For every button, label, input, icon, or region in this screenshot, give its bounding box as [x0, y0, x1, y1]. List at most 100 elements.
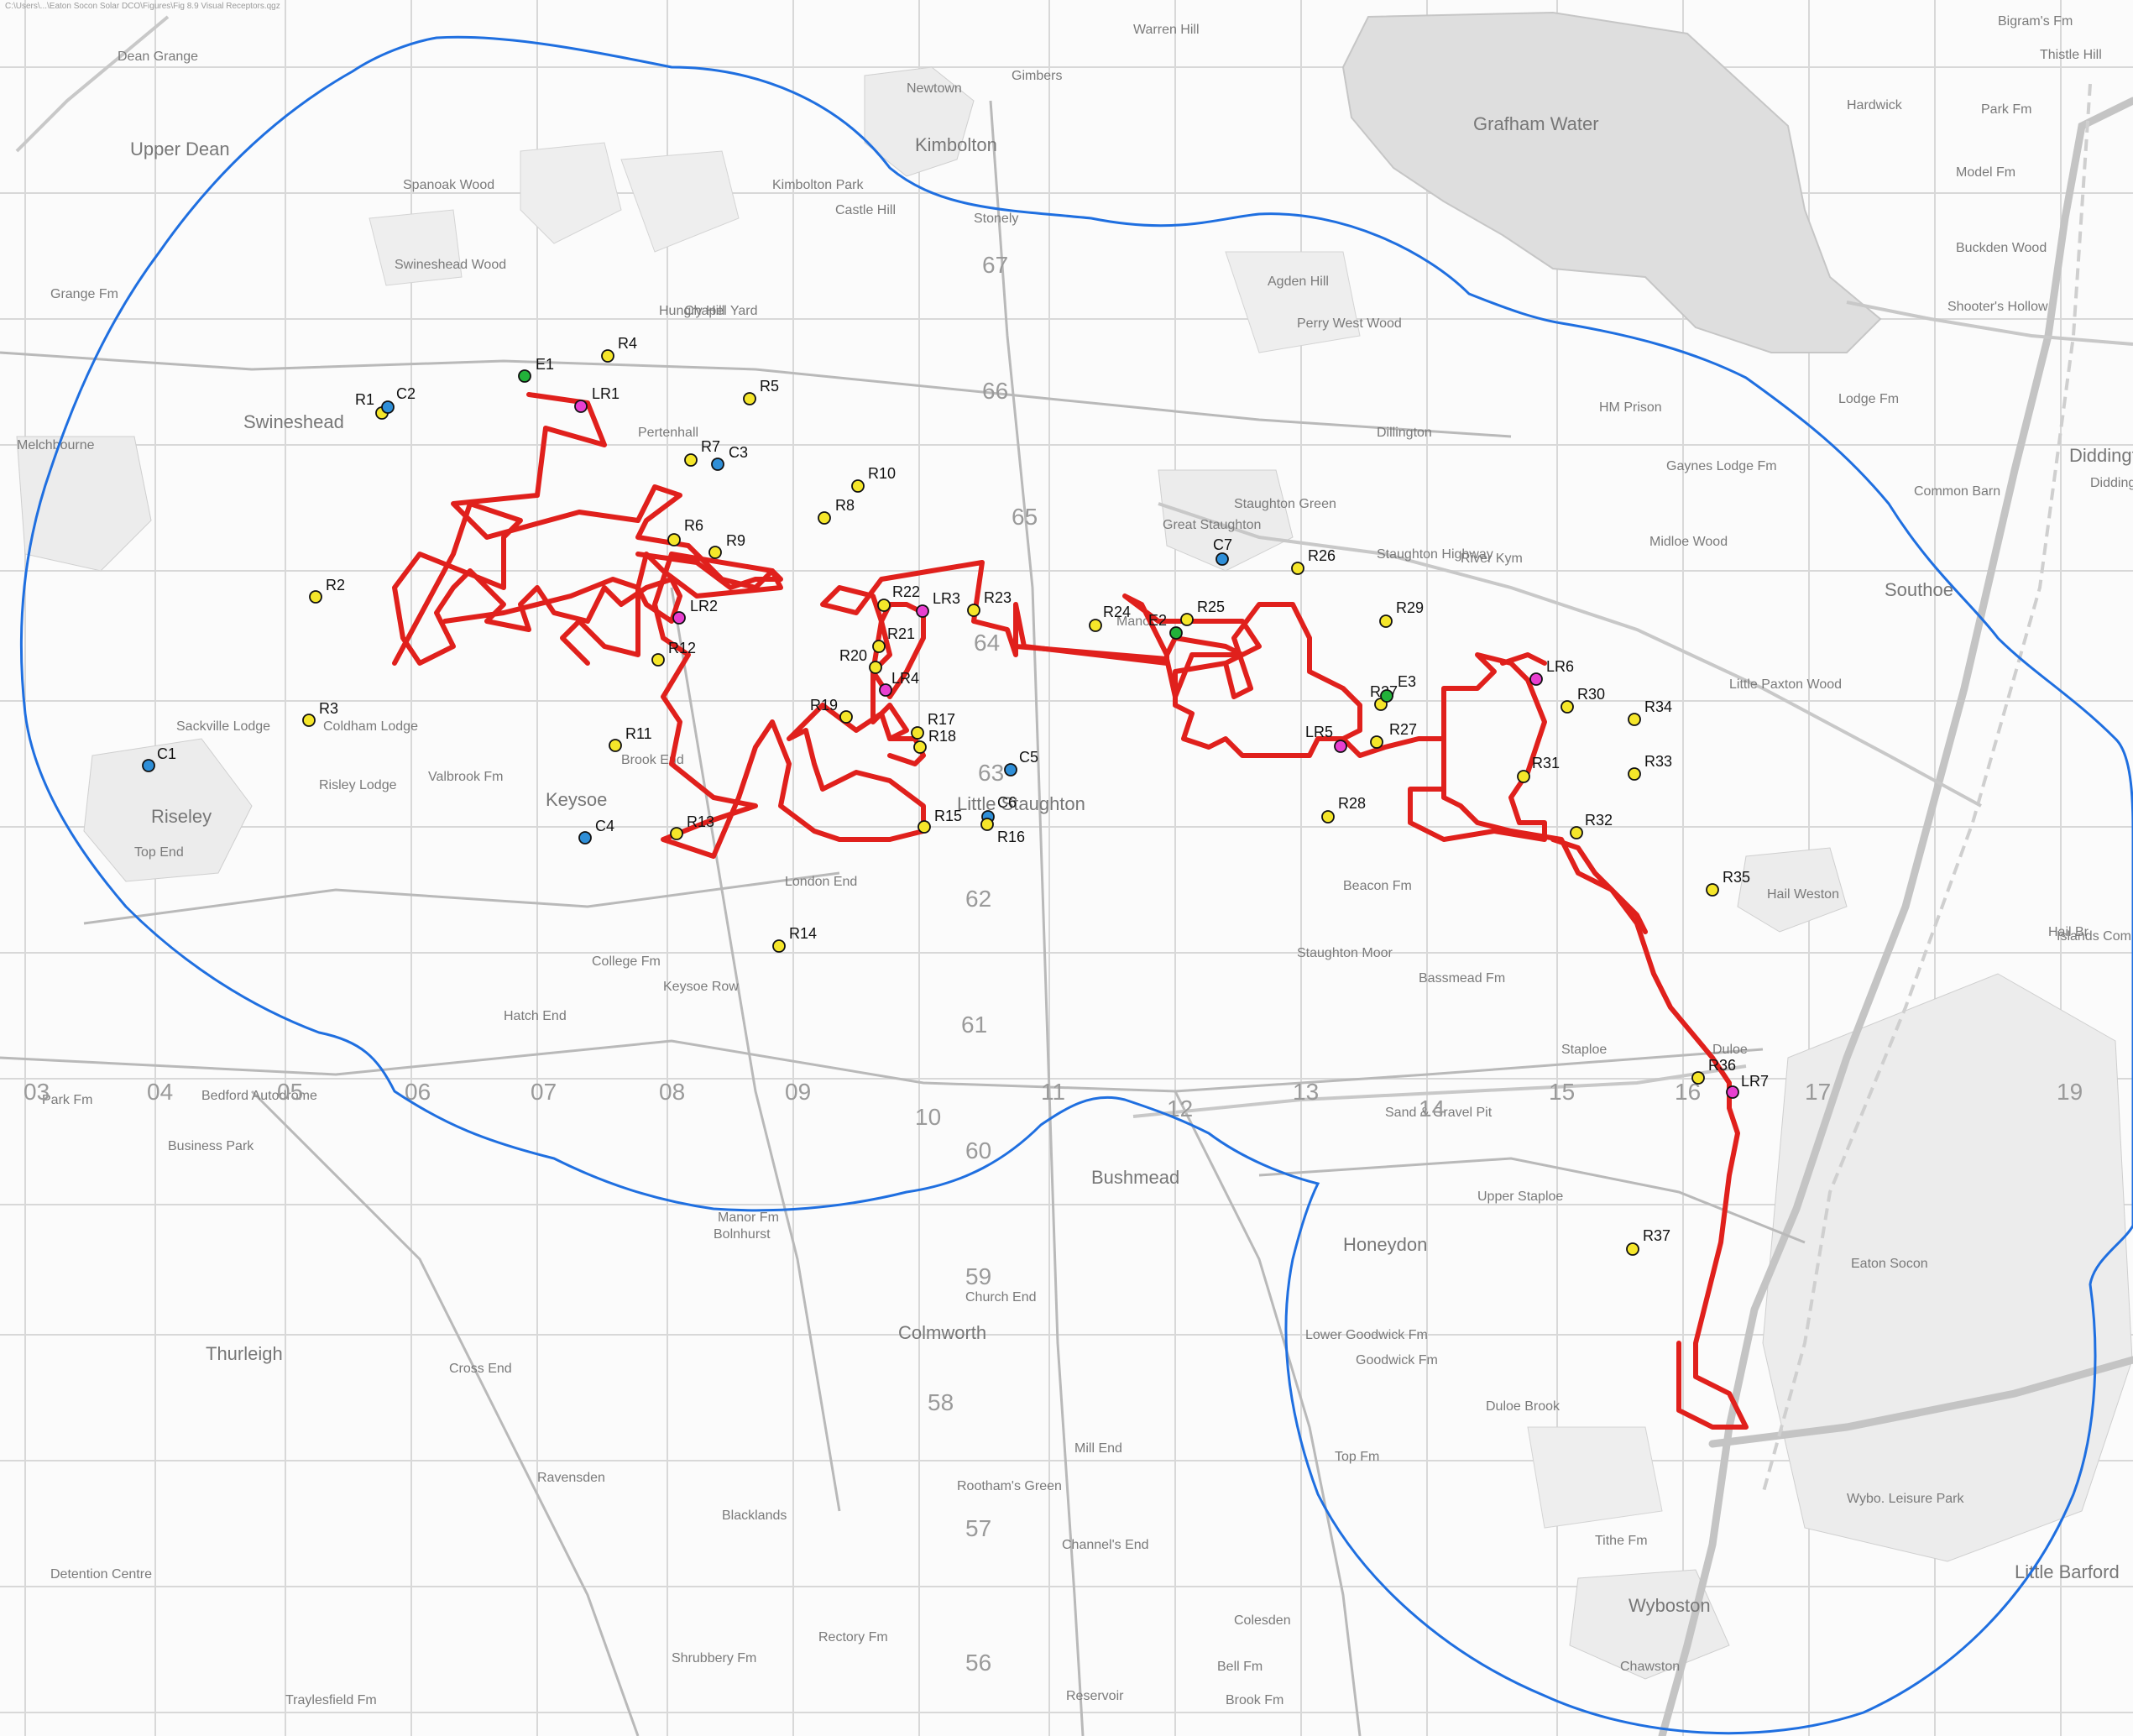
receptor-lr5[interactable]: LR5	[1305, 724, 1347, 753]
receptor-r12[interactable]: R12	[651, 640, 696, 667]
receptor-marker[interactable]	[772, 939, 786, 953]
receptor-marker[interactable]	[302, 714, 316, 727]
receptor-marker[interactable]	[1726, 1085, 1739, 1099]
receptor-marker[interactable]	[651, 653, 665, 667]
receptor-marker[interactable]	[1517, 770, 1530, 783]
receptor-marker[interactable]	[1215, 552, 1229, 566]
receptor-marker[interactable]	[518, 369, 531, 383]
receptor-marker[interactable]	[1291, 562, 1304, 575]
receptor-c7[interactable]: C7	[1213, 536, 1232, 566]
receptor-marker[interactable]	[1380, 689, 1393, 703]
receptor-r17[interactable]: R17	[911, 711, 955, 740]
receptor-r2[interactable]: R2	[309, 577, 345, 604]
receptor-marker[interactable]	[601, 349, 614, 363]
receptor-marker[interactable]	[967, 604, 980, 617]
receptor-marker[interactable]	[1691, 1071, 1705, 1085]
receptor-r32[interactable]: R32	[1570, 812, 1613, 839]
receptor-c5[interactable]: C5	[1004, 749, 1038, 776]
receptor-r11[interactable]: R11	[609, 725, 652, 752]
receptor-marker[interactable]	[743, 392, 756, 405]
receptor-marker[interactable]	[1706, 883, 1719, 897]
receptor-r13[interactable]: R13	[670, 813, 714, 840]
receptor-r19[interactable]: R19	[810, 697, 853, 724]
receptor-marker[interactable]	[1561, 700, 1574, 714]
receptor-marker[interactable]	[609, 739, 622, 752]
receptor-r34[interactable]: R34	[1628, 698, 1672, 726]
receptor-marker[interactable]	[309, 590, 322, 604]
receptor-r26[interactable]: R26	[1291, 547, 1336, 575]
receptor-lr7[interactable]: LR7	[1726, 1073, 1769, 1099]
receptor-lr6[interactable]: LR6	[1529, 658, 1574, 686]
receptor-marker[interactable]	[1628, 767, 1641, 781]
receptor-r15[interactable]: R15	[918, 808, 962, 834]
receptor-r36[interactable]: R36	[1691, 1057, 1736, 1085]
receptor-marker[interactable]	[913, 740, 927, 754]
receptor-c4[interactable]: C4	[578, 818, 614, 844]
receptor-r24[interactable]: R24	[1089, 604, 1131, 632]
receptor-e3[interactable]: E3	[1380, 673, 1416, 703]
receptor-marker[interactable]	[1570, 826, 1583, 839]
receptor-marker[interactable]	[672, 611, 686, 625]
receptor-c1[interactable]: C1	[142, 745, 176, 772]
receptor-r9[interactable]: R9	[708, 532, 745, 559]
receptor-marker[interactable]	[578, 831, 592, 844]
receptor-marker[interactable]	[916, 604, 929, 618]
receptor-marker[interactable]	[879, 683, 892, 697]
receptor-lr1[interactable]: LR1	[574, 385, 620, 413]
receptor-marker[interactable]	[818, 511, 831, 525]
receptor-e2[interactable]: E2	[1148, 612, 1183, 640]
receptor-marker[interactable]	[911, 726, 924, 740]
receptor-marker[interactable]	[1628, 713, 1641, 726]
receptor-marker[interactable]	[980, 818, 994, 831]
receptor-r28[interactable]: R28	[1321, 795, 1366, 824]
receptor-lr2[interactable]: LR2	[672, 598, 718, 625]
receptor-marker[interactable]	[708, 546, 722, 559]
receptor-lr4[interactable]: LR4	[879, 670, 919, 697]
receptor-c2[interactable]: C2	[381, 385, 416, 414]
receptor-marker[interactable]	[142, 759, 155, 772]
receptor-marker[interactable]	[1529, 672, 1543, 686]
receptor-marker[interactable]	[1626, 1242, 1639, 1256]
receptor-r18[interactable]: R18	[913, 728, 956, 754]
receptor-marker[interactable]	[684, 453, 698, 467]
receptor-r7[interactable]: R7	[684, 438, 720, 467]
receptor-r16[interactable]: R16	[980, 818, 1025, 845]
receptor-e1[interactable]: E1	[518, 356, 554, 383]
receptor-r3[interactable]: R3	[302, 700, 338, 727]
receptor-marker[interactable]	[1169, 626, 1183, 640]
receptor-r30[interactable]: R30	[1561, 686, 1605, 714]
receptor-r33[interactable]: R33	[1628, 753, 1672, 781]
receptor-marker-r27-secondary[interactable]	[1370, 735, 1383, 749]
receptor-marker[interactable]	[1321, 810, 1335, 824]
receptor-marker[interactable]	[869, 661, 882, 674]
receptor-r4[interactable]: R4	[601, 335, 637, 363]
receptor-marker[interactable]	[1379, 614, 1393, 628]
receptor-marker[interactable]	[670, 827, 683, 840]
receptor-r10[interactable]: R10	[851, 465, 896, 493]
receptor-c3[interactable]: C3	[711, 444, 748, 471]
receptor-r5[interactable]: R5	[743, 378, 779, 405]
receptor-marker[interactable]	[872, 640, 886, 653]
receptor-marker[interactable]	[918, 820, 931, 834]
receptor-marker[interactable]	[839, 710, 853, 724]
receptor-r35[interactable]: R35	[1706, 869, 1750, 897]
receptor-r8[interactable]: R8	[818, 497, 855, 525]
receptor-marker[interactable]	[574, 400, 588, 413]
receptor-r37[interactable]: R37	[1626, 1227, 1670, 1256]
receptor-marker[interactable]	[1180, 613, 1194, 626]
receptor-r23[interactable]: R23	[967, 589, 1012, 617]
receptor-lr3[interactable]: LR3	[916, 590, 960, 618]
receptor-r20[interactable]: R20	[839, 647, 882, 674]
receptor-marker[interactable]	[1334, 740, 1347, 753]
receptor-marker[interactable]	[877, 599, 891, 612]
receptor-r22[interactable]: R22	[877, 583, 920, 612]
receptor-r31[interactable]: R31	[1517, 755, 1560, 783]
receptor-r14[interactable]: R14	[772, 925, 817, 953]
receptor-marker[interactable]	[1004, 763, 1017, 776]
receptor-marker[interactable]	[711, 458, 724, 471]
receptor-marker[interactable]	[381, 400, 395, 414]
receptor-r21[interactable]: R21	[872, 625, 915, 653]
